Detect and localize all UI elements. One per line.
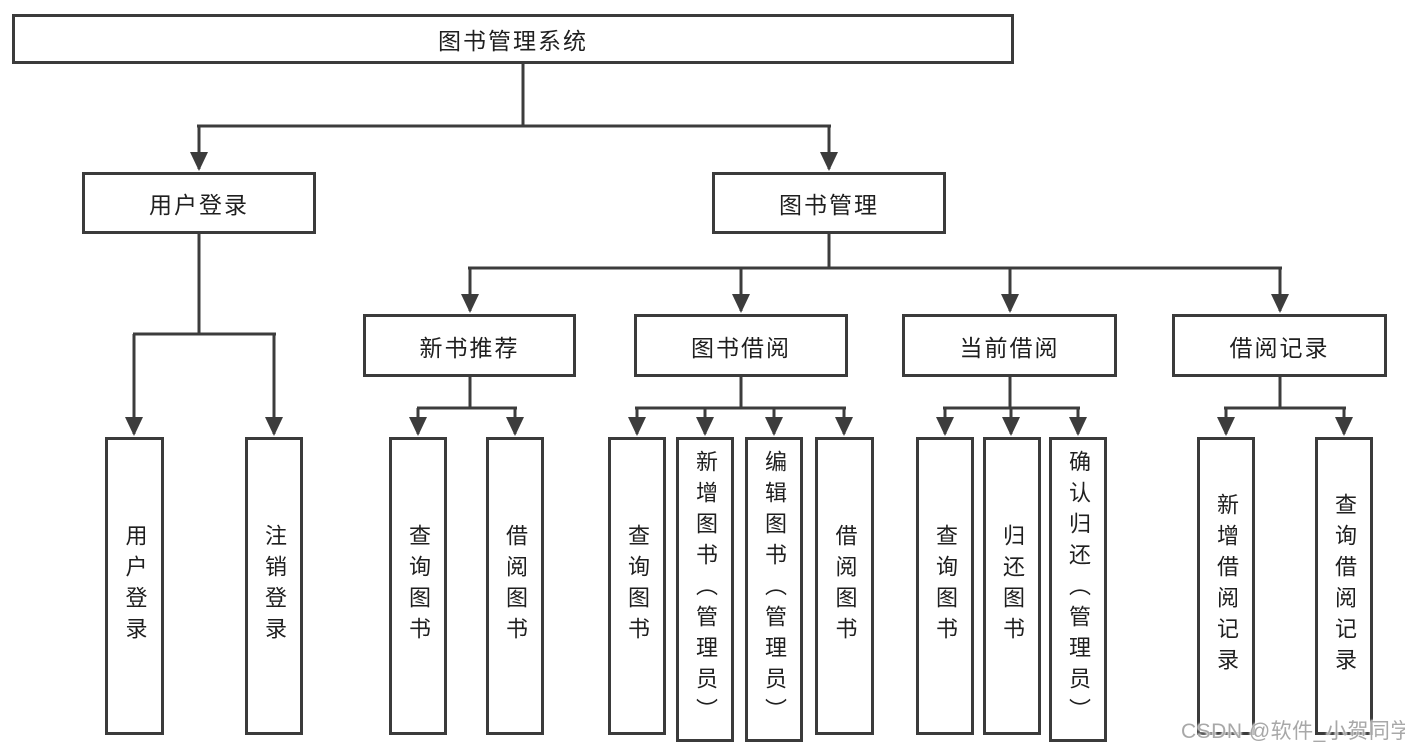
leaf-logout-label: 注销登录 bbox=[262, 524, 287, 648]
node-current-borrowing: 当前借阅 bbox=[902, 314, 1117, 377]
node-book-management-label: 图书管理 bbox=[779, 192, 879, 218]
leaf-confirm-return-admin-label: 确认归还（管理员） bbox=[1066, 450, 1091, 729]
node-current-borrowing-label: 当前借阅 bbox=[959, 334, 1060, 361]
leaf-query-books-current-label: 查询图书 bbox=[933, 524, 958, 648]
node-root-label: 图书管理系统 bbox=[438, 28, 588, 54]
leaf-add-borrow-record: 新增借阅记录 bbox=[1197, 437, 1255, 735]
connector-rails bbox=[133, 64, 1346, 410]
leaf-edit-book-admin: 编辑图书（管理员） bbox=[745, 437, 803, 742]
node-user-login-label: 用户登录 bbox=[149, 192, 249, 218]
leaf-query-books-borrowing-label: 查询图书 bbox=[625, 524, 650, 648]
node-book-borrowing-label: 图书借阅 bbox=[691, 334, 791, 361]
leaf-query-books-recommend: 查询图书 bbox=[389, 437, 447, 735]
node-user-login: 用户登录 bbox=[82, 172, 316, 234]
leaf-borrow-books-recommend-label: 借阅图书 bbox=[503, 524, 528, 648]
leaf-query-borrow-record-label: 查询借阅记录 bbox=[1332, 493, 1357, 679]
node-borrowing-records: 借阅记录 bbox=[1172, 314, 1387, 377]
leaf-return-book-label: 归还图书 bbox=[1000, 524, 1025, 648]
node-book-management: 图书管理 bbox=[712, 172, 946, 234]
csdn-watermark: CSDN @软件_小贺同学 bbox=[1181, 720, 1405, 743]
node-book-borrowing: 图书借阅 bbox=[634, 314, 848, 377]
node-new-book-recommend-label: 新书推荐 bbox=[419, 334, 520, 361]
leaf-borrow-books-borrowing: 借阅图书 bbox=[815, 437, 874, 735]
leaf-add-book-admin: 新增图书（管理员） bbox=[676, 437, 734, 742]
leaf-add-borrow-record-label: 新增借阅记录 bbox=[1214, 493, 1239, 679]
leaf-borrow-books-borrowing-label: 借阅图书 bbox=[832, 524, 858, 648]
node-root: 图书管理系统 bbox=[12, 14, 1014, 64]
node-new-book-recommend: 新书推荐 bbox=[363, 314, 576, 377]
leaf-user-login-label: 用户登录 bbox=[122, 524, 148, 648]
leaf-query-books-current: 查询图书 bbox=[916, 437, 974, 735]
leaf-query-borrow-record: 查询借阅记录 bbox=[1315, 437, 1373, 735]
leaf-return-book: 归还图书 bbox=[983, 437, 1041, 735]
leaf-edit-book-admin-label: 编辑图书（管理员） bbox=[762, 450, 787, 729]
leaf-add-book-admin-label: 新增图书（管理员） bbox=[693, 450, 718, 729]
node-borrowing-records-label: 借阅记录 bbox=[1229, 334, 1330, 361]
leaf-query-books-borrowing: 查询图书 bbox=[608, 437, 666, 735]
leaf-user-login: 用户登录 bbox=[105, 437, 164, 735]
leaf-borrow-books-recommend: 借阅图书 bbox=[486, 437, 544, 735]
leaf-query-books-recommend-label: 查询图书 bbox=[406, 524, 431, 648]
leaf-confirm-return-admin: 确认归还（管理员） bbox=[1049, 437, 1107, 742]
leaf-logout: 注销登录 bbox=[245, 437, 303, 735]
